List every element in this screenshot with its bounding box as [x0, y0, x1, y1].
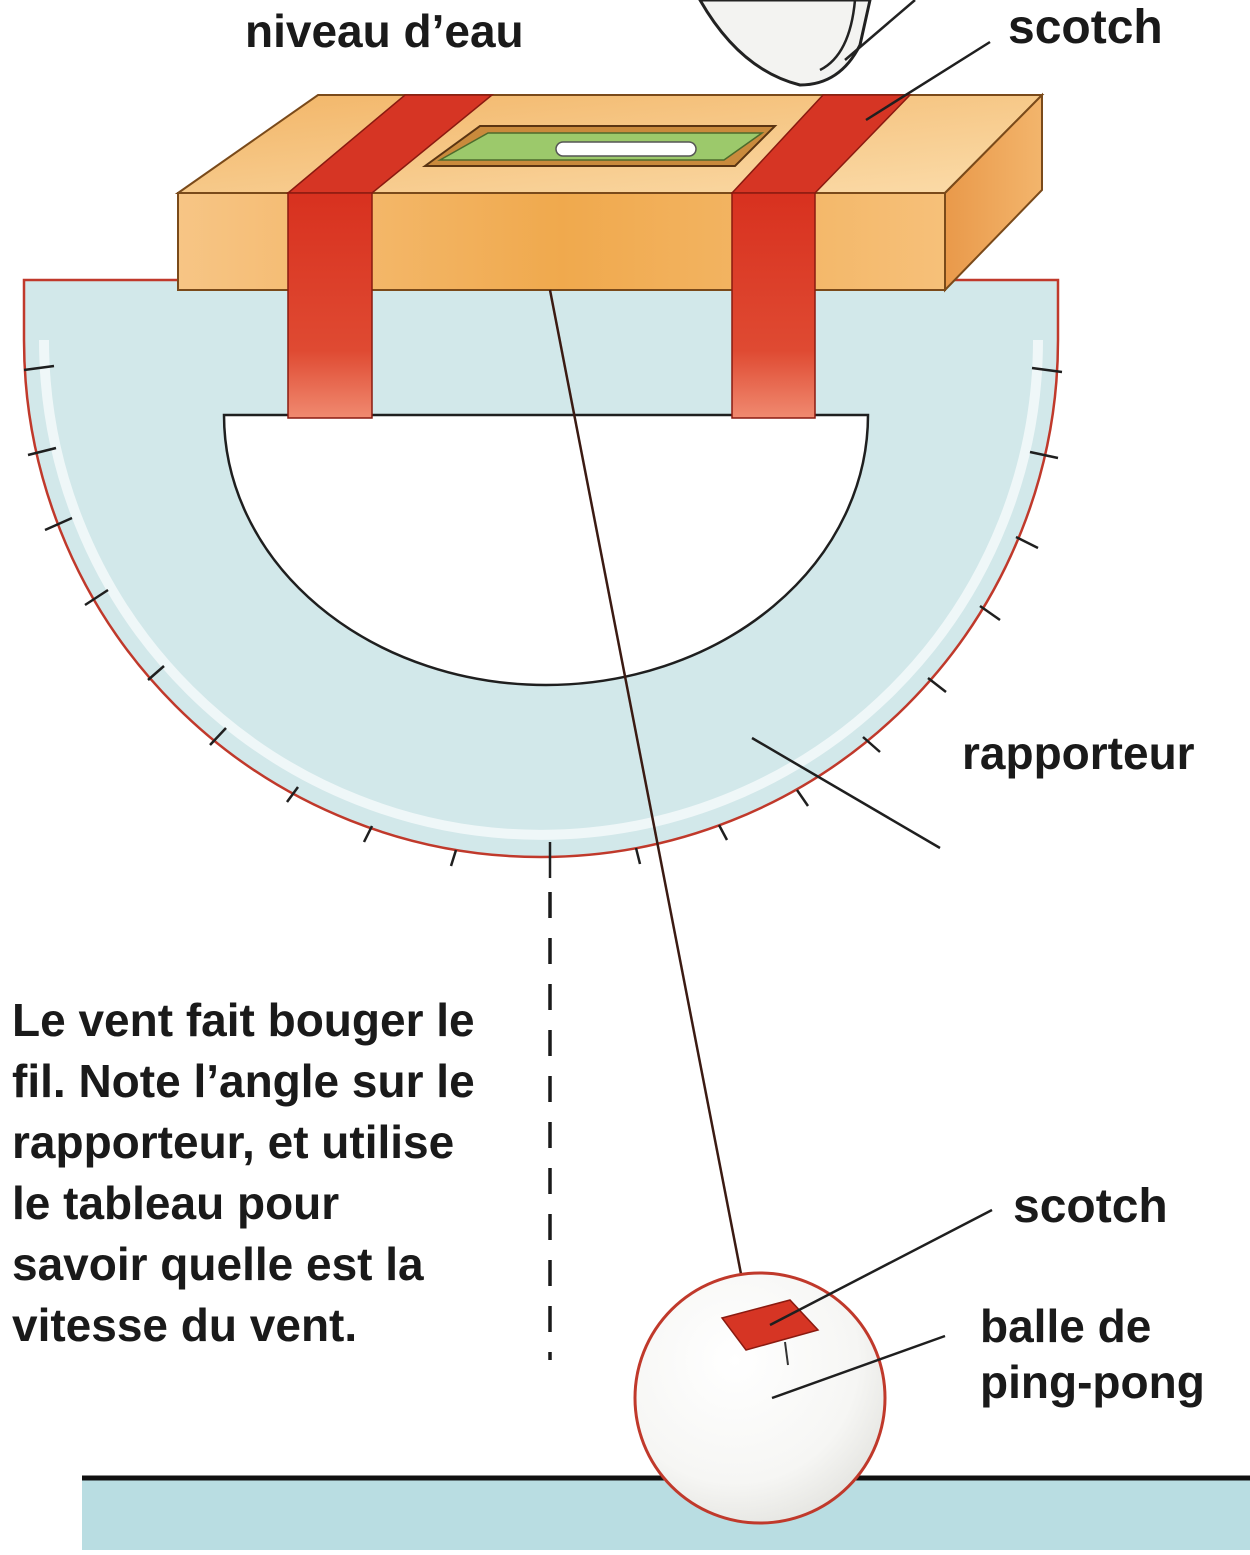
label-water-level: niveau d’eau: [245, 5, 524, 57]
label-tape-top: scotch: [1008, 1, 1163, 54]
ping-pong-ball: [633, 1271, 887, 1525]
label-tape-bottom: scotch: [1013, 1180, 1168, 1233]
thread: [548, 289, 750, 1311]
table-surface: [82, 1478, 1250, 1550]
tape-strips: [285, 94, 912, 419]
tape-top-pointer-line: [865, 40, 991, 122]
protractor-pointer-line: [751, 736, 941, 850]
protractor-scale-ticks: [23, 364, 1063, 878]
label-ping-pong-ball-line1: balle de: [980, 1300, 1152, 1352]
hand-shape: [698, 0, 916, 87]
instruction-caption: Le vent fait bouger le fil. Note l’angle…: [12, 994, 475, 1351]
label-protractor: rapporteur: [962, 727, 1195, 779]
label-ping-pong-ball: balle de ping-pong: [980, 1298, 1205, 1410]
ball-pointer-line: [771, 1334, 946, 1400]
tape-bottom-pointer-line: [769, 1208, 993, 1327]
label-ping-pong-ball-line2: ping-pong: [980, 1356, 1205, 1408]
protractor: [22, 278, 1063, 878]
bubble: [555, 141, 697, 157]
